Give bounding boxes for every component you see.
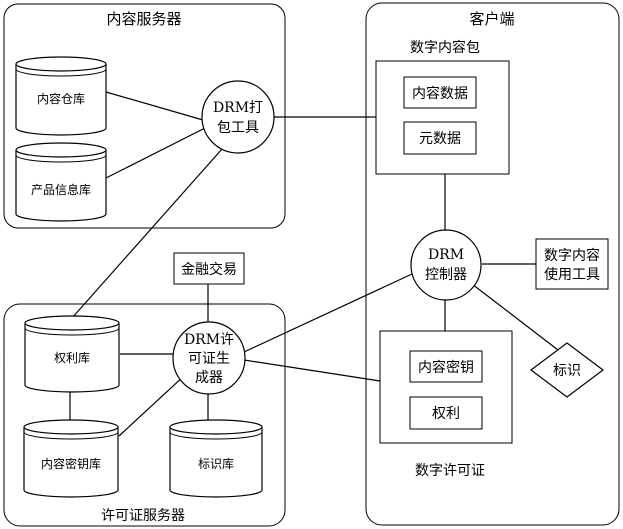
db-content-warehouse-label: 内容仓库 — [37, 91, 85, 106]
usage-tool-box — [535, 238, 609, 290]
db-product-info: 产品信息库 — [15, 142, 107, 222]
client-title: 客户端 — [469, 10, 514, 28]
db-product-info-label: 产品信息库 — [31, 182, 91, 197]
content-data-label: 内容数据 — [412, 85, 468, 102]
rights-label: 权利 — [432, 406, 460, 422]
process-packager: DRM打 包工具 — [201, 80, 275, 154]
db-content-key-label: 内容密钥库 — [41, 456, 101, 471]
connector-packager-rightsdb — [71, 148, 223, 319]
usage-tool-label-line2: 使用工具 — [544, 266, 600, 283]
connectors — [69, 91, 559, 437]
controller-label-line2: 控制器 — [425, 267, 467, 283]
generator-label-line1: DRM许 — [184, 332, 234, 348]
db-rights-label: 权利库 — [54, 350, 90, 365]
content-key-label: 内容密钥 — [418, 359, 474, 376]
usage-tool-label-line1: 数字内容 — [544, 247, 600, 264]
db-content-warehouse: 内容仓库 — [15, 56, 107, 136]
financial-transaction-label: 金融交易 — [181, 261, 237, 278]
rights-box — [409, 396, 483, 430]
financial-transaction-box — [173, 252, 245, 285]
identity-diamond — [530, 342, 604, 398]
content-key-box — [409, 350, 483, 383]
content-server-title: 内容服务器 — [106, 10, 181, 28]
license-server-title: 许可证服务器 — [101, 508, 185, 524]
connector-productdb-packager — [105, 127, 206, 179]
connector-controller-generator — [243, 273, 413, 353]
process-license-generator: DRM许 可证生 成器 — [172, 321, 246, 395]
content-data-box — [403, 76, 477, 109]
packager-label-line2: 包工具 — [217, 120, 259, 136]
controller-label-line1: DRM — [428, 247, 464, 263]
connector-keydb-generator — [118, 374, 186, 437]
db-content-key: 内容密钥库 — [23, 419, 119, 498]
connector-warehouse-packager — [105, 91, 204, 121]
identity-diamond-label: 标识 — [553, 363, 581, 379]
db-rights: 权利库 — [24, 315, 120, 393]
connector-controller-identity — [471, 283, 559, 351]
metadata-box — [403, 121, 477, 155]
generator-label-line3: 成器 — [195, 370, 223, 386]
connector-generator-license — [243, 359, 381, 382]
digital-license-title: 数字许可证 — [415, 463, 485, 479]
metadata-label: 元数据 — [419, 131, 461, 147]
db-identity-label: 标识库 — [198, 456, 234, 471]
process-controller: DRM 控制器 — [410, 229, 482, 301]
packager-label-line1: DRM打 — [213, 99, 263, 116]
content-package-title: 数字内容包 — [410, 39, 480, 56]
db-identity: 标识库 — [169, 419, 263, 498]
generator-label-line2: 可证生 — [188, 351, 230, 367]
